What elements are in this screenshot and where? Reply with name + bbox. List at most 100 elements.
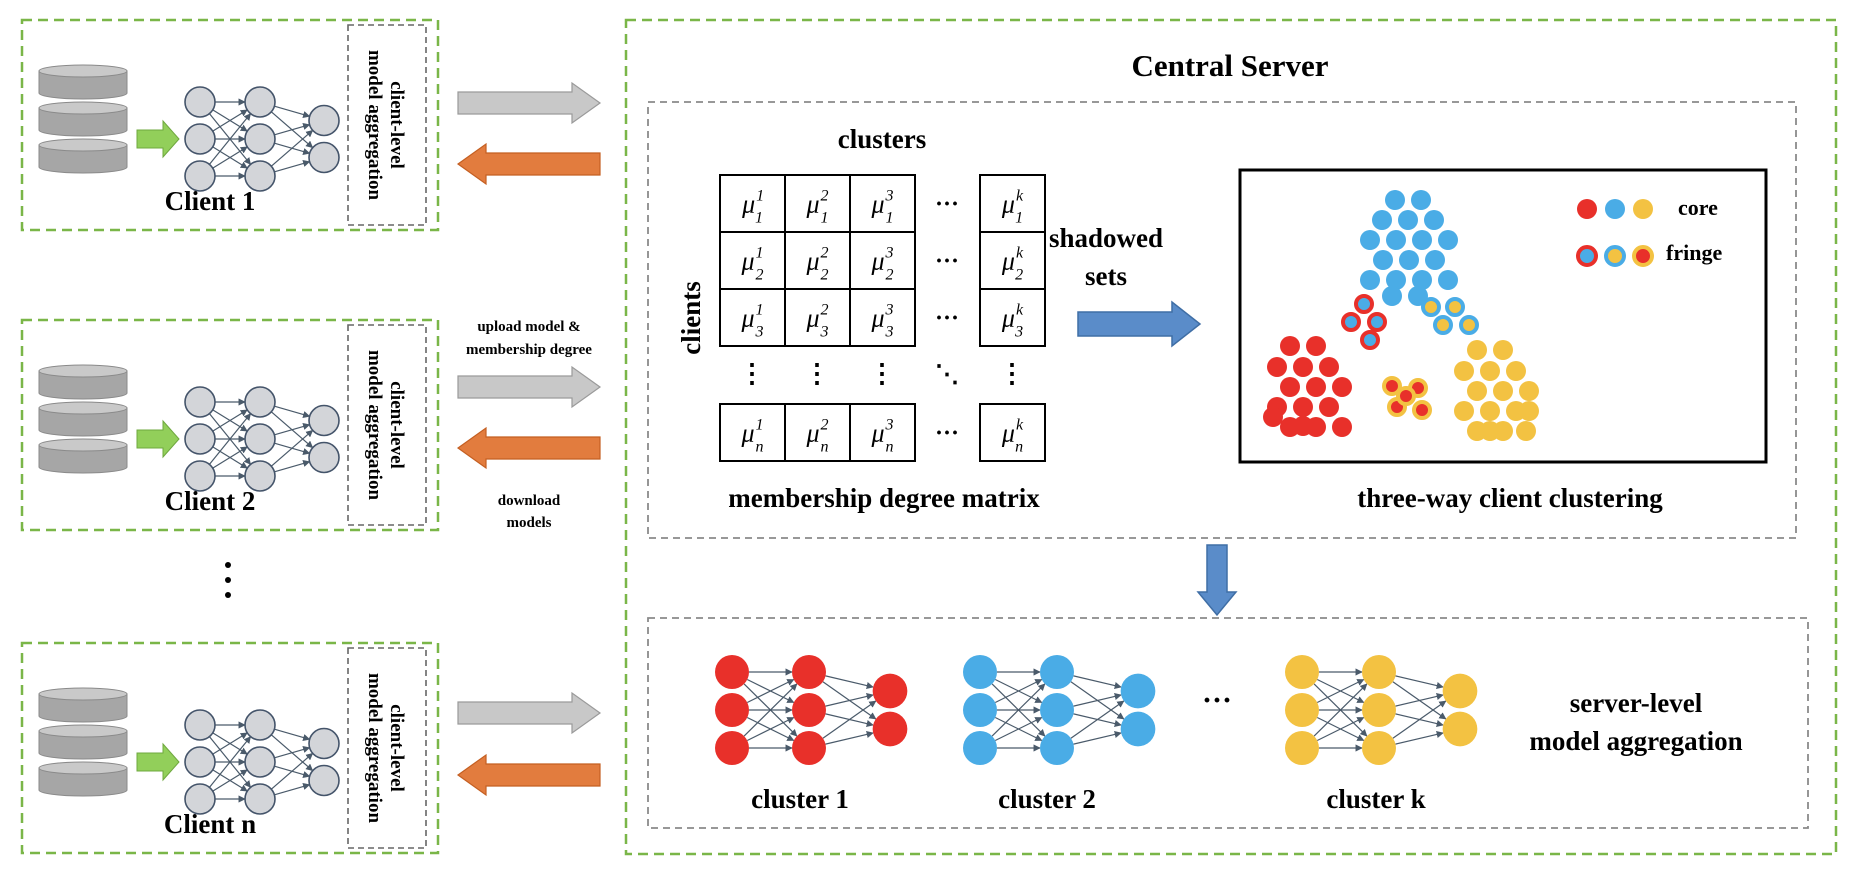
network-edge [1316,678,1365,704]
network-node [715,655,749,689]
network-edge [746,678,795,704]
aggregation-panel [647,617,1809,829]
download-arrow-1 [456,142,601,186]
core-client-blue [1399,250,1419,270]
core-client-red [1332,377,1352,397]
legend: core fringe [1576,195,1722,267]
network-node [1040,693,1074,727]
network-node [872,673,908,709]
communication-arrows [456,81,602,797]
network-edge [825,675,874,690]
network-node [244,86,276,118]
client-aggregation-line-1: client-level [386,81,407,169]
cluster-label-2: cluster 2 [998,784,1096,814]
network-node [184,460,216,492]
core-client-red [1280,336,1300,356]
network-edge [1073,730,1122,745]
network-node [872,711,908,747]
core-client-yellow [1467,340,1487,360]
network-node [1040,655,1074,689]
network-edge [208,736,252,788]
network-edge [212,446,248,469]
matrix-hellipsis: ··· [935,192,959,218]
network-edge [274,728,311,741]
network-node [792,731,826,765]
database-icon [38,438,128,474]
network-edge [1070,700,1125,739]
network-edge [1395,730,1444,745]
client-name: Client 1 [165,186,256,216]
core-client-blue [1373,250,1393,270]
client-ellipsis [225,562,231,598]
core-client-blue [1382,286,1402,306]
fringe-client-red-yellow [1412,400,1432,420]
network-node [184,86,216,118]
fringe-client-yellow-blue [1433,315,1453,335]
network-node [963,731,997,765]
server-aggregation-label-line-1: server-level [1570,688,1703,718]
core-client-yellow [1480,361,1500,381]
network-node [1442,711,1478,747]
cluster-ellipsis: ··· [1202,684,1232,717]
shadowed-label-line-2: sets [1085,261,1127,291]
legend-fringe-2 [1604,245,1626,267]
network-edge [270,129,314,167]
network-node [184,386,216,418]
core-client-red [1293,397,1313,417]
legend-core-blue [1605,199,1625,219]
legend-core-red [1577,199,1597,219]
network-node [184,123,216,155]
core-client-blue [1372,210,1392,230]
network-edge [274,423,311,436]
shadowed-label-line-1: shadowed [1049,223,1163,253]
cluster-label-k: cluster k [1326,784,1425,814]
client-aggregation-line-2: model aggregation [364,350,385,500]
matrix-vellipsis: ⋮ [739,359,765,388]
core-client-yellow [1506,361,1526,381]
cluster-models [715,655,1478,765]
network-node [184,423,216,455]
network-node [1120,673,1156,709]
network-node [963,655,997,689]
network-node [1120,711,1156,747]
network-edge [1395,675,1444,690]
clustered-clients [1263,190,1539,441]
core-client-blue [1385,190,1405,210]
client-model-network [184,709,340,815]
download-label-line-1: download [498,493,561,509]
upload-arrow-3 [457,691,602,735]
network-edge [274,405,311,418]
core-client-red [1293,357,1313,377]
network-node [184,783,216,815]
matrix-vellipsis: ⋮ [999,359,1025,388]
core-client-blue [1386,270,1406,290]
matrix-row-block [719,288,916,347]
legend-fringe-1 [1576,245,1598,267]
network-node [308,404,340,437]
core-client-yellow [1493,340,1513,360]
database-icon [38,761,128,797]
network-edge [274,460,311,473]
matrix-rows-label: clients [676,281,706,355]
clustering-caption: three-way client clustering [1357,483,1663,513]
network-edge [274,123,311,136]
core-client-yellow [1519,381,1539,401]
download-arrow-3 [456,753,601,797]
matrix-vellipsis: ⋮ [869,359,895,388]
network-node [1362,693,1396,727]
network-edge [274,160,311,173]
fringe-client-yellow-blue [1459,315,1479,335]
network-edge [1316,716,1365,742]
fringe-client-red-yellow [1396,386,1416,406]
network-node [1362,731,1396,765]
fringe-client-blue-red [1341,312,1361,332]
